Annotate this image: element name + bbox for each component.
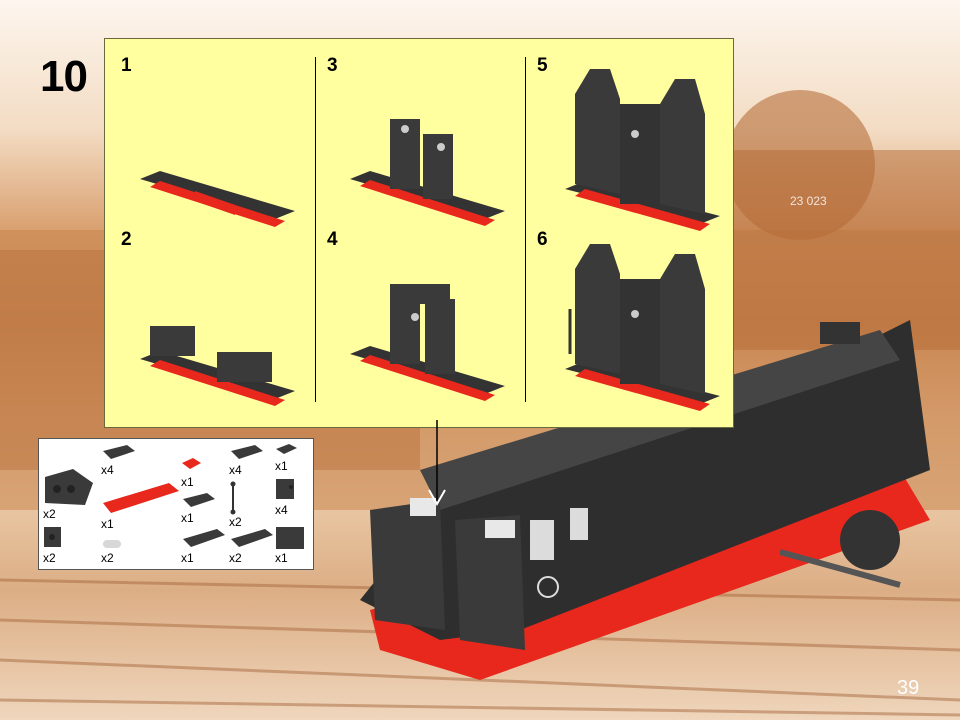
divider	[315, 57, 316, 402]
substep-1-image	[140, 171, 295, 227]
substeps-panel: 1 2 3 4 5 6	[104, 38, 734, 428]
substep-label: 5	[537, 55, 548, 76]
parts-list: x2 x4 x1 x2 x2 x1 x1 x1 x4 x2 x2 x1 x4 x…	[38, 438, 314, 570]
part-headlight-brick	[276, 479, 294, 499]
part-qty: x2	[43, 551, 56, 565]
substep-label: 6	[537, 229, 548, 250]
part-qty: x4	[229, 463, 242, 477]
part-qty: x1	[101, 517, 114, 531]
substep-6-image	[565, 244, 720, 411]
svg-text:23 023: 23 023	[790, 194, 827, 208]
part-technic-brick-1x1	[44, 527, 61, 547]
substep-label: 3	[327, 55, 338, 76]
part-tile-1x2	[231, 445, 263, 459]
substep-label: 2	[121, 229, 132, 250]
substep-4-image	[350, 284, 505, 401]
substep-3-image	[350, 119, 505, 226]
part-qty: x1	[181, 511, 194, 525]
part-jumper-plate-1x2	[183, 493, 215, 507]
part-plate-1x2	[103, 445, 135, 459]
part-plate-1x3	[183, 529, 225, 547]
part-brick-1x2	[276, 527, 304, 549]
part-bar	[230, 481, 236, 515]
substep-label: 4	[327, 229, 338, 250]
part-qty: x2	[229, 515, 242, 529]
page-number: 39	[897, 677, 920, 699]
part-qty: x1	[275, 551, 288, 565]
part-pin	[103, 540, 121, 548]
part-tile-1x1	[276, 444, 297, 454]
part-qty: x2	[101, 551, 114, 565]
part-plate-1x6	[103, 483, 179, 513]
divider	[525, 57, 526, 402]
part-qty: x1	[181, 551, 194, 565]
substep-2-image	[140, 326, 295, 406]
part-qty: x2	[229, 551, 242, 565]
part-plate-1x3	[231, 529, 273, 547]
step-number: 10	[40, 52, 88, 101]
part-qty: x4	[275, 503, 288, 517]
part-wedge-brick	[45, 469, 93, 505]
substep-label: 1	[121, 55, 132, 76]
part-qty: x2	[43, 507, 56, 521]
part-qty: x4	[101, 463, 114, 477]
substep-5-image	[565, 69, 720, 231]
part-qty: x1	[181, 475, 194, 489]
part-qty: x1	[275, 459, 288, 473]
part-plate-1x1	[182, 458, 201, 469]
callout-arrow	[428, 420, 446, 507]
